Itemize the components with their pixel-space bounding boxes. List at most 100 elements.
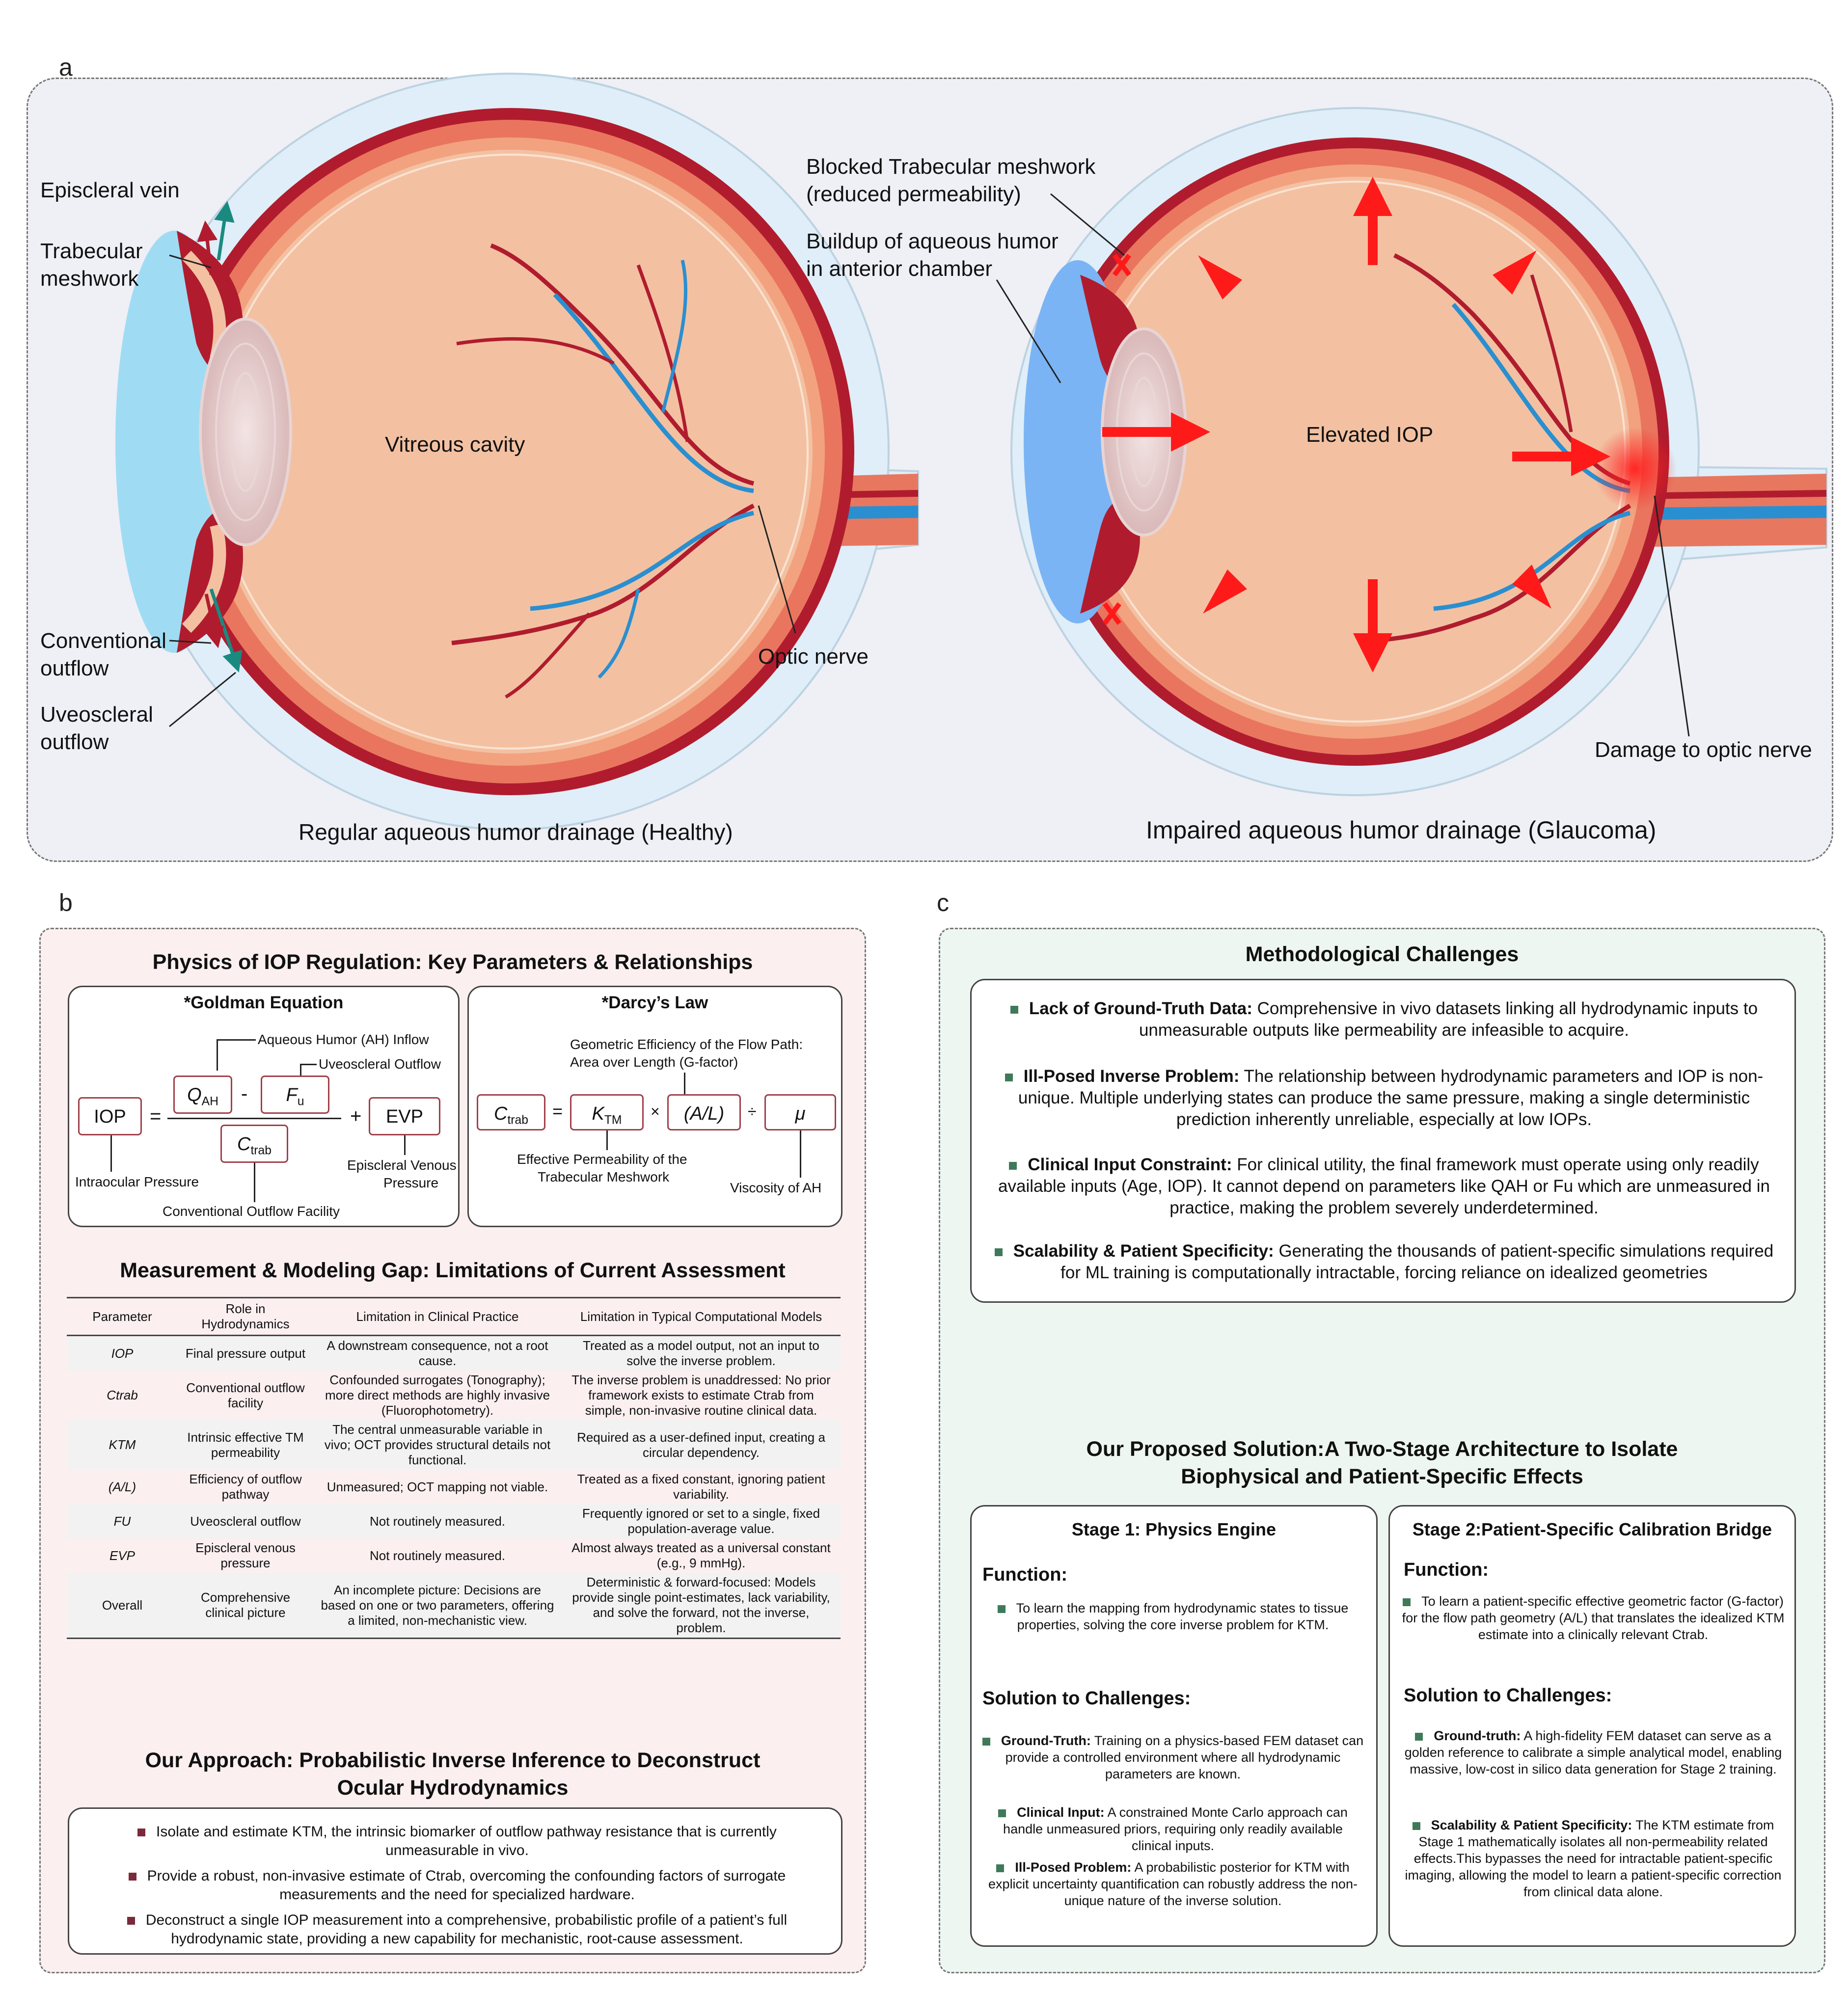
healthy-eye	[115, 73, 919, 831]
label-episcleral-vein: Episcleral vein	[40, 178, 180, 202]
caption-glaucoma: Impaired aqueous humor drainage (Glaucom…	[1146, 816, 1657, 844]
approach-bullet-1: Isolate and estimate KTM, the intrinsic …	[89, 1823, 825, 1860]
label-k-1: Effective Permeability of the	[517, 1152, 687, 1167]
q-ah-box: QAH	[173, 1076, 232, 1114]
bullet-square	[1412, 1822, 1420, 1830]
caption-healthy: Regular aqueous humor drainage (Healthy)	[299, 819, 733, 845]
approach-bullet-3: Deconstruct a single IOP measurement int…	[89, 1911, 825, 1948]
label-vitreous-cavity: Vitreous cavity	[385, 432, 525, 457]
approach-title-1: Our Approach: Probabilistic Inverse Infe…	[145, 1749, 761, 1772]
mu-box: μ	[764, 1094, 836, 1130]
darcy-c-trab-box: Ctrab	[477, 1094, 545, 1130]
col-parameter: Parameter	[67, 1297, 178, 1336]
solution-title-2: Biophysical and Patient-Specific Effects	[1181, 1465, 1583, 1488]
panel-a-letter: a	[59, 54, 73, 81]
stage2-item-2: Scalability & Patient Specificity: The K…	[1405, 1818, 1782, 1899]
label-blocked-1: Blocked Trabecular meshwork	[806, 155, 1096, 179]
stage2-box: Stage 2:Patient-Specific Calibration Bri…	[1388, 1505, 1796, 1947]
stage1-item-3: Ill-Posed Problem: A probabilistic poste…	[988, 1860, 1358, 1908]
bullet-square	[127, 1917, 135, 1925]
limitations-table: Parameter Role in Hydrodynamics Limitati…	[67, 1297, 841, 1639]
pressure-arrows	[1102, 177, 1610, 673]
challenge-2: Ill-Posed Inverse Problem: The relations…	[986, 1066, 1782, 1130]
label-trabecular-2: meshwork	[40, 267, 139, 291]
bullet-square	[1009, 1161, 1017, 1170]
stage2-function-head: Function:	[1404, 1560, 1489, 1580]
stage1-box: Stage 1: Physics Engine Function: To lea…	[970, 1505, 1378, 1947]
label-optic-nerve: Optic nerve	[758, 645, 869, 669]
approach-bullet-2: Provide a robust, non-invasive estimate …	[89, 1867, 825, 1904]
col-role: Role in Hydrodynamics	[178, 1297, 313, 1336]
eq-sign: =	[150, 1105, 162, 1127]
bullet-square	[128, 1873, 136, 1881]
stage1-title: Stage 1: Physics Engine	[1071, 1519, 1277, 1539]
bullet-square	[1010, 1005, 1018, 1014]
label-uveoscleral-outflow: Uveoscleral Outflow	[319, 1056, 441, 1072]
challenges-title: Methodological Challenges	[1245, 942, 1519, 966]
times-sign: ×	[651, 1103, 660, 1120]
label-ah-inflow: Aqueous Humor (AH) Inflow	[258, 1032, 429, 1047]
stage2-item-1: Ground-truth: A high-fidelity FEM datase…	[1404, 1728, 1782, 1776]
bullet-square	[998, 1809, 1006, 1817]
label-elevated-iop: Elevated IOP	[1306, 423, 1434, 447]
label-k-2: Trabecular Meshwork	[538, 1169, 670, 1184]
label-geo-2: Area over Length (G-factor)	[570, 1054, 738, 1070]
minus-sign: -	[241, 1083, 248, 1104]
label-conventional-outflow-facility: Conventional Outflow Facility	[163, 1204, 340, 1219]
stage1-function-text: To learn the mapping from hydrodynamic s…	[981, 1600, 1364, 1633]
label-trabecular-1: Trabecular	[40, 239, 143, 263]
stage1-item-2: Clinical Input: A constrained Monte Carl…	[981, 1804, 1364, 1854]
eye-illustrations	[115, 73, 1827, 831]
col-computational: Limitation in Typical Computational Mode…	[562, 1297, 841, 1336]
label-geo-1: Geometric Efficiency of the Flow Path:	[570, 1037, 803, 1052]
bullet-square	[997, 1605, 1006, 1613]
label-evp-2: Pressure	[383, 1175, 439, 1190]
label-conventional-2: outflow	[40, 656, 109, 680]
plus-sign: +	[350, 1105, 362, 1127]
stage1-item-1: Ground-Truth: Training on a physics-base…	[981, 1732, 1364, 1782]
stage2-title: Stage 2:Patient-Specific Calibration Bri…	[1412, 1519, 1772, 1539]
label-buildup-2: in anterior chamber	[806, 257, 993, 281]
div-sign: ÷	[748, 1103, 757, 1120]
solution-title-1: Our Proposed Solution:A Two-Stage Archit…	[1086, 1437, 1678, 1461]
goldman-box: *Goldman Equation Aqueous Humor (AH) Inf…	[68, 986, 460, 1227]
stage2-function-text: To learn a patient-specific effective ge…	[1402, 1594, 1785, 1642]
label-buildup-1: Buildup of aqueous humor	[806, 229, 1059, 253]
darcy-box: *Darcy’s Law Geometric Efficiency of the…	[467, 986, 842, 1227]
label-conventional-1: Conventional	[40, 629, 166, 653]
physics-title: Physics of IOP Regulation: Key Parameter…	[152, 950, 753, 974]
bullet-square	[1403, 1598, 1411, 1606]
challenges-box: Lack of Ground-Truth Data: Comprehensive…	[970, 979, 1796, 1303]
fraction-bar	[167, 1118, 341, 1119]
iop-box: IOP	[78, 1097, 142, 1135]
label-intraocular-pressure: Intraocular Pressure	[75, 1174, 199, 1189]
bullet-square	[996, 1864, 1005, 1872]
evp-box: EVP	[369, 1097, 440, 1135]
c-trab-box: Ctrab	[220, 1125, 288, 1163]
goldman-title: *Goldman Equation	[184, 993, 344, 1012]
darcy-title: *Darcy’s Law	[601, 993, 708, 1012]
bullet-square	[994, 1248, 1003, 1256]
stage1-function-head: Function:	[982, 1564, 1068, 1585]
stage2-solution-head: Solution to Challenges:	[1404, 1685, 1612, 1706]
panel-b-content: Physics of IOP Regulation: Key Parameter…	[39, 928, 866, 1973]
panel-c-content: Methodological Challenges Lack of Ground…	[939, 928, 1825, 1973]
panel-b-letter: b	[59, 889, 73, 916]
bullet-square	[137, 1829, 146, 1837]
label-blocked-2: (reduced permeability)	[806, 182, 1021, 206]
bullet-square	[982, 1737, 990, 1746]
challenge-3: Clinical Input Constraint: For clinical …	[998, 1155, 1770, 1217]
challenge-1: Lack of Ground-Truth Data: Comprehensive…	[986, 998, 1782, 1041]
panel-c-letter: c	[937, 889, 949, 916]
bullet-square	[1415, 1732, 1423, 1741]
bullet-square	[1005, 1073, 1013, 1081]
glaucoma-eye	[996, 107, 1827, 796]
approach-title-2: Ocular Hydrodynamics	[337, 1776, 569, 1800]
k-tm-box: KTM	[570, 1094, 644, 1130]
label-evp-1: Episcleral Venous	[347, 1157, 457, 1173]
